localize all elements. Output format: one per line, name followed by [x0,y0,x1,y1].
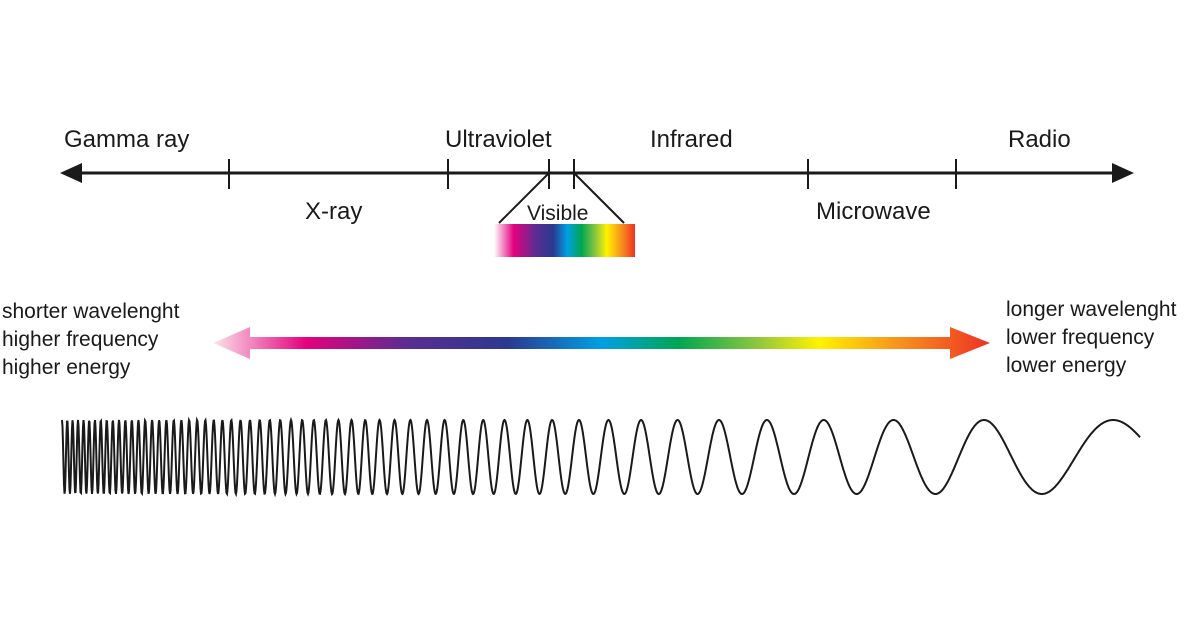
right-frequency-text: lower frequency [1006,326,1155,349]
energy-gradient-arrow [213,327,990,359]
visible-zoom-right [573,172,625,224]
right-wavelength-text: longer wavelenght [1006,298,1177,321]
label-x-ray: X-ray [305,198,363,225]
arrow-right-icon [1112,163,1134,183]
visible-zoom-left [498,172,550,224]
wave-line [61,416,1141,498]
label-ultraviolet: Ultraviolet [445,126,552,153]
label-infrared: Infrared [650,126,733,153]
label-visible: Visible [527,202,589,225]
label-radio: Radio [1008,126,1071,153]
label-microwave: Microwave [816,198,931,225]
left-properties: shorter wavelenght higher frequency high… [2,298,179,382]
left-frequency-text: higher frequency [2,328,159,351]
visible-spectrum-bar [494,224,635,257]
left-wavelength-text: shorter wavelenght [2,300,180,323]
arrow-left-icon [60,163,82,183]
right-properties: longer wavelenght lower frequency lower … [1006,296,1176,380]
left-energy-text: higher energy [2,356,131,379]
label-gamma-ray: Gamma ray [64,126,190,153]
right-energy-text: lower energy [1006,354,1127,377]
